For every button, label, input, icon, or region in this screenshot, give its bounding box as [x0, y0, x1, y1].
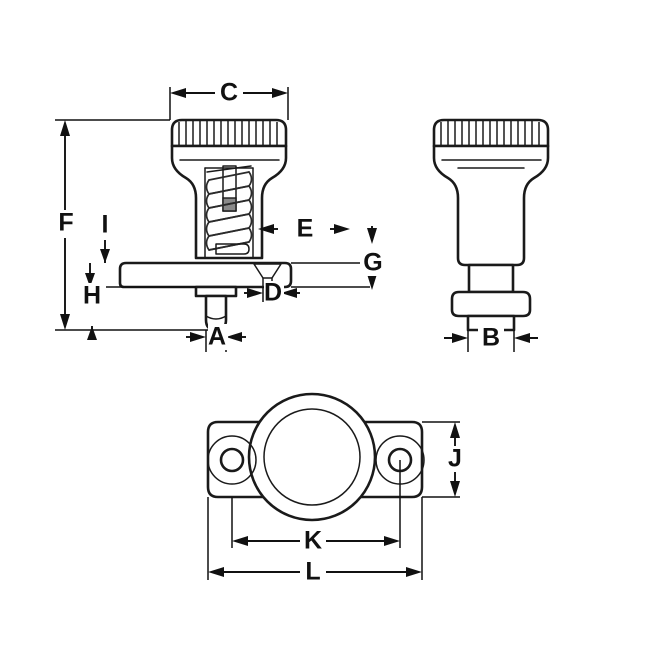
spring-assembly	[204, 165, 254, 259]
front-section-view	[118, 118, 293, 332]
dimension-A: A	[186, 323, 246, 352]
dimension-H: H	[78, 282, 196, 340]
dimension-label-J: J	[448, 445, 462, 473]
dimension-G: G	[291, 226, 386, 290]
dimension-label-I: I	[102, 211, 109, 239]
dimension-label-B: B	[482, 324, 500, 352]
dimension-K: K	[231, 460, 401, 555]
dimension-label-L: L	[305, 558, 320, 586]
plan-view	[206, 392, 425, 522]
dimension-label-C: C	[220, 79, 238, 107]
dimension-label-K: K	[304, 527, 322, 555]
dimension-E: E	[258, 215, 350, 243]
knob-knurl-band	[170, 118, 288, 148]
side-knob-knurl-band	[432, 118, 550, 148]
side-view	[432, 118, 550, 332]
dimension-L: L	[207, 497, 423, 586]
dimension-I: I	[85, 211, 117, 287]
dimension-D: D	[244, 279, 300, 307]
dimension-label-F: F	[58, 209, 73, 237]
dimension-label-H: H	[83, 282, 101, 310]
mounting-hole-left	[207, 435, 257, 485]
flange-plate	[118, 261, 293, 298]
dimension-label-D: D	[264, 279, 282, 307]
dimension-F: F	[52, 119, 216, 331]
dimension-label-E: E	[297, 215, 314, 243]
dimension-C: C	[169, 79, 289, 120]
dimension-J: J	[422, 421, 467, 498]
side-knob-body	[432, 144, 550, 267]
side-shank	[467, 263, 515, 294]
knurl-lines	[178, 120, 278, 146]
dimension-label-G: G	[363, 249, 382, 277]
dimension-label-A: A	[208, 323, 226, 351]
dimension-B: B	[444, 324, 538, 352]
side-knurl-lines	[440, 120, 540, 146]
